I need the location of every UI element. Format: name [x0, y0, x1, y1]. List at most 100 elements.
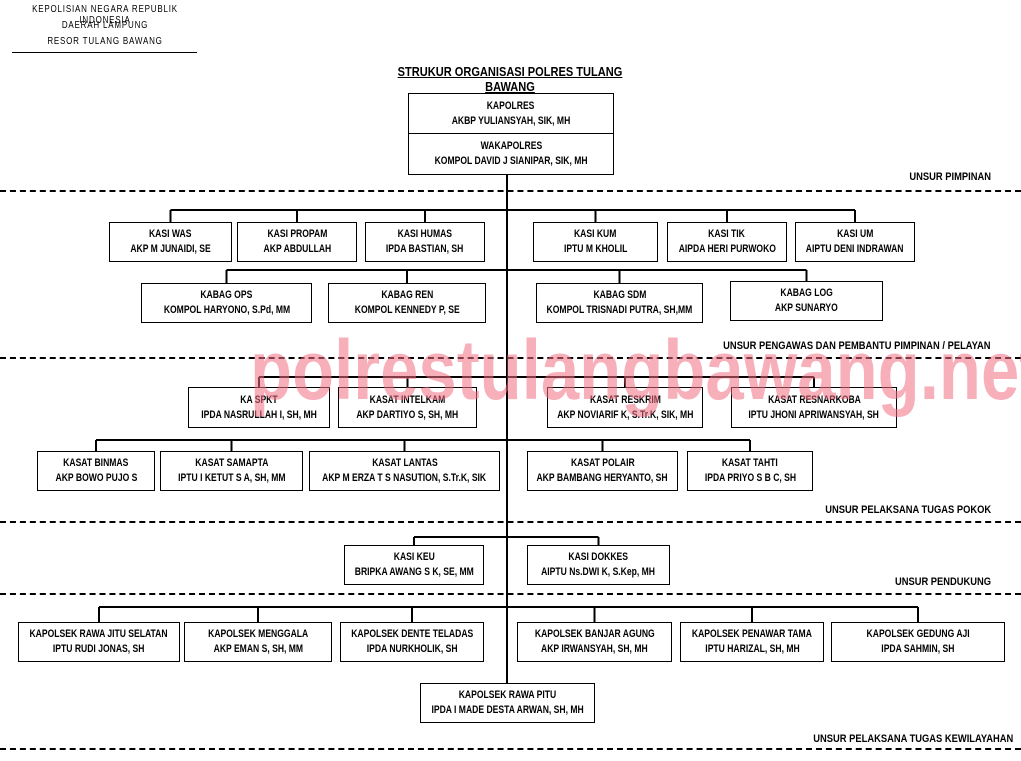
unit-official: KOMPOL HARYONO, S.Pd, MM: [163, 304, 290, 316]
unit-official: AKP EMAN S, SH, MM: [213, 643, 303, 655]
unit-official: AKP NOVIARIF K, S.Tr.K, SIK, MH: [556, 408, 694, 421]
header-line-1: KEPOLISIAN NEGARA REPUBLIK INDONESIA: [32, 4, 178, 26]
unit-title: KAPOLSEK RAWA PITU: [458, 689, 557, 701]
unit-official: IPDA PRIYO S B C, SH: [704, 472, 796, 484]
unit-official: AKBP YULIANSYAH, SIK, MH: [451, 114, 571, 127]
unit-box: KABAG SDM KOMPOL TRISNADI PUTRA, SH,MM: [536, 283, 703, 323]
section-divider: [0, 357, 1021, 359]
unit-box: KABAG REN KOMPOL KENNEDY P, SE: [328, 283, 486, 323]
unit-title: KAPOLSEK MENGGALA: [207, 628, 309, 640]
unit-box: KASI DOKKES AIPTU Ns.DWI K, S.Kep, MH: [527, 545, 670, 585]
unit-title: KASI HUMAS: [397, 228, 453, 240]
unit-box: KASI UM AIPTU DENI INDRAWAN: [795, 222, 915, 262]
unit-official: AKP M JUNAIDI, SE: [130, 243, 211, 255]
section-divider: [0, 190, 1021, 192]
unit-official: IPDA I MADE DESTA ARWAN, SH, MH: [431, 704, 584, 716]
unit-official: KOMPOL TRISNADI PUTRA, SH,MM: [546, 304, 693, 316]
unit-official: IPDA SAHMIN, SH: [881, 643, 955, 655]
unit-title: KABAG SDM: [593, 289, 646, 301]
unit-box: KASI TIK AIPDA HERI PURWOKO: [667, 222, 787, 262]
unit-title: KASI UM: [836, 228, 874, 240]
unit-box: KAPOLRES AKBP YULIANSYAH, SIK, MH: [408, 93, 614, 134]
unit-title: KASI DOKKES: [568, 551, 629, 563]
unit-official: AIPDA HERI PURWOKO: [678, 243, 776, 255]
unit-box: KASI KEU BRIPKA AWANG S K, SE, MM: [344, 545, 484, 585]
unit-box: KASI KUM IPTU M KHOLIL: [533, 222, 658, 262]
unit-official: IPDA NASRULLAH I, SH, MH: [201, 408, 317, 421]
section-divider: [0, 521, 1021, 523]
section-label: UNSUR PIMPINAN: [909, 171, 991, 183]
unit-title: KAPOLSEK PENAWAR TAMA: [692, 628, 812, 640]
chart-title: STRUKUR ORGANISASI POLRES TULANG BAWANG: [397, 64, 623, 94]
unit-official: AKP BAMBANG HERYANTO, SH: [536, 472, 669, 484]
unit-official: AKP ABDULLAH: [263, 243, 331, 255]
unit-official: IPTU HARIZAL, SH, MH: [704, 643, 800, 655]
unit-title: KASI WAS: [149, 228, 192, 240]
unit-box: KASAT POLAIR AKP BAMBANG HERYANTO, SH: [527, 451, 678, 491]
header-line-3: RESOR TULANG BAWANG: [47, 36, 163, 47]
unit-title: KASI TIK: [708, 228, 746, 240]
unit-title: KASAT RESKRIM: [589, 393, 661, 406]
section-label: UNSUR PELAKSANA TUGAS POKOK: [825, 504, 991, 516]
unit-title: KAPOLSEK DENTE TELADAS: [350, 628, 474, 640]
unit-official: IPDA NURKHOLIK, SH: [366, 643, 458, 655]
unit-title: KASAT LANTAS: [371, 457, 438, 469]
unit-title: WAKAPOLRES: [480, 140, 542, 152]
unit-box: KABAG LOG AKP SUNARYO: [730, 281, 883, 321]
unit-title: KA SPKT: [240, 393, 278, 406]
section-label: UNSUR PENDUKUNG: [894, 576, 991, 588]
header-line-2: DAERAH LAMPUNG: [61, 20, 149, 31]
unit-official: AKP M ERZA T S NASUTION, S.Tr.K, SIK: [322, 472, 487, 484]
unit-title: KASAT SAMAPTA: [194, 457, 269, 469]
unit-title: KASI KUM: [574, 228, 617, 240]
unit-title: KASAT POLAIR: [570, 457, 635, 469]
unit-title: KASI PROPAM: [267, 228, 327, 240]
unit-official: IPTU RUDI JONAS, SH: [53, 643, 145, 655]
unit-official: AKP BOWO PUJO S: [55, 472, 137, 484]
unit-box: KASAT BINMAS AKP BOWO PUJO S: [37, 451, 155, 491]
unit-official: AKP IRWANSYAH, SH, MH: [541, 643, 648, 655]
section-label: UNSUR PENGAWAS DAN PEMBANTU PIMPINAN / P…: [723, 340, 991, 352]
unit-box: KASAT RESKRIM AKP NOVIARIF K, S.Tr.K, SIK…: [547, 387, 703, 428]
unit-title: KAPOLSEK BANJAR AGUNG: [534, 628, 655, 640]
unit-official: IPTU M KHOLIL: [563, 243, 628, 255]
unit-title: KABAG OPS: [200, 289, 253, 301]
unit-box: KAPOLSEK BANJAR AGUNG AKP IRWANSYAH, SH, …: [517, 622, 672, 662]
unit-box: KASAT RESNARKOBA IPTU JHONI APRIWANSYAH, …: [731, 387, 897, 428]
unit-box: KA SPKT IPDA NASRULLAH I, SH, MH: [188, 387, 330, 428]
unit-box: KASI WAS AKP M JUNAIDI, SE: [109, 222, 232, 262]
unit-official: AKP SUNARYO: [775, 302, 838, 314]
unit-title: KABAG LOG: [780, 287, 833, 299]
unit-box: KAPOLSEK PENAWAR TAMA IPTU HARIZAL, SH, M…: [680, 622, 824, 662]
unit-title: KABAG REN: [381, 289, 433, 301]
section-label: UNSUR PELAKSANA TUGAS KEWILAYAHAN: [812, 733, 1013, 745]
unit-official: KOMPOL DAVID J SIANIPAR, SIK, MH: [434, 155, 588, 167]
unit-title: KASAT RESNARKOBA: [767, 393, 861, 406]
unit-box: KASAT INTELKAM AKP DARTIYO S, SH, MH: [338, 387, 477, 428]
unit-title: KAPOLRES: [487, 99, 535, 112]
unit-title: KASAT BINMAS: [63, 457, 129, 469]
unit-box: KASI HUMAS IPDA BASTIAN, SH: [365, 222, 485, 262]
unit-official: KOMPOL KENNEDY P, SE: [354, 304, 460, 316]
unit-official: IPTU JHONI APRIWANSYAH, SH: [748, 408, 880, 421]
unit-official: AIPTU DENI INDRAWAN: [806, 243, 904, 255]
header-underline: [12, 52, 197, 53]
unit-box: KABAG OPS KOMPOL HARYONO, S.Pd, MM: [141, 283, 312, 323]
unit-title: KASI KEU: [393, 551, 435, 563]
unit-box: WAKAPOLRES KOMPOL DAVID J SIANIPAR, SIK, …: [408, 133, 614, 175]
unit-title: KASAT INTELKAM: [369, 393, 446, 406]
section-divider: [0, 593, 1021, 595]
unit-official: AKP DARTIYO S, SH, MH: [356, 408, 459, 421]
unit-box: KAPOLSEK MENGGALA AKP EMAN S, SH, MM: [184, 622, 332, 662]
unit-box: KAPOLSEK RAWA PITU IPDA I MADE DESTA ARWA…: [420, 683, 595, 723]
unit-official: AIPTU Ns.DWI K, S.Kep, MH: [541, 566, 656, 578]
section-divider: [0, 748, 1021, 750]
unit-official: IPTU I KETUT S A, SH, MM: [177, 472, 286, 484]
unit-official: IPDA BASTIAN, SH: [386, 243, 464, 255]
unit-official: BRIPKA AWANG S K, SE, MM: [354, 566, 474, 578]
